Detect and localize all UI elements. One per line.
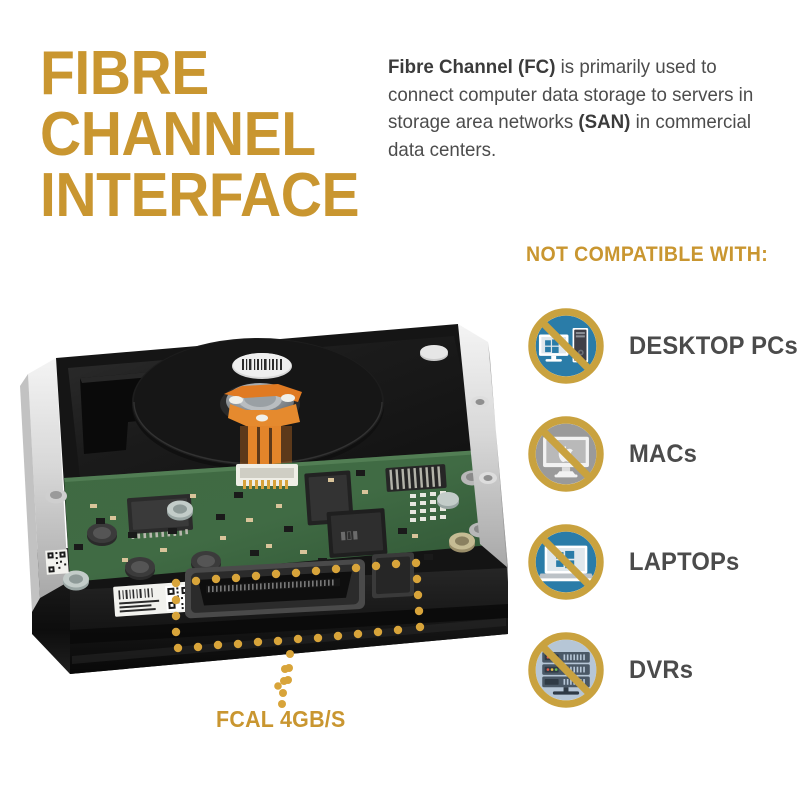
mac-computer-icon [528, 416, 604, 492]
title-line-3: INTERFACE [40, 160, 360, 230]
list-item-label: DVRs [629, 655, 694, 684]
page-title: FIBRE CHANNEL INTERFACE [40, 39, 360, 230]
hard-disk-drive-photo: ▮▯▮ [20, 324, 508, 690]
list-item-label: LAPTOPs [629, 547, 740, 576]
callout-leader-line-lower [278, 665, 289, 708]
laptop-icon [528, 524, 604, 600]
list-item: MACs [525, 400, 800, 508]
not-compatible-heading: NOT COMPATIBLE WITH: [526, 243, 769, 266]
connector-highlight-box [171, 558, 425, 653]
description-bold-fc: Fibre Channel (FC) [388, 56, 556, 78]
svg-text:▮▯▮: ▮▯▮ [340, 529, 359, 542]
description-bold-san: (SAN) [578, 111, 631, 134]
description-text-2: in commercial data centers. [388, 111, 752, 162]
title-line-1: FIBRE [40, 39, 209, 108]
desktop-pc-icon [528, 308, 604, 384]
connector-callout-label: FCAL 4GB/S [216, 706, 346, 732]
description-text-1: is primarily used to connect computer da… [388, 56, 754, 134]
title-line-2: CHANNEL [40, 99, 316, 169]
description-paragraph: Fibre Channel (FC) is primarily used to … [388, 54, 764, 165]
list-item-label: MACs [629, 439, 698, 468]
list-item: DESKTOP PCs [525, 292, 800, 400]
not-compatible-list: DESKTOP PCs MACs [525, 292, 800, 724]
dvr-server-icon [528, 632, 604, 708]
list-item: DVRs [525, 616, 800, 724]
list-item: LAPTOPs [525, 508, 800, 616]
list-item-label: DESKTOP PCs [629, 331, 798, 360]
